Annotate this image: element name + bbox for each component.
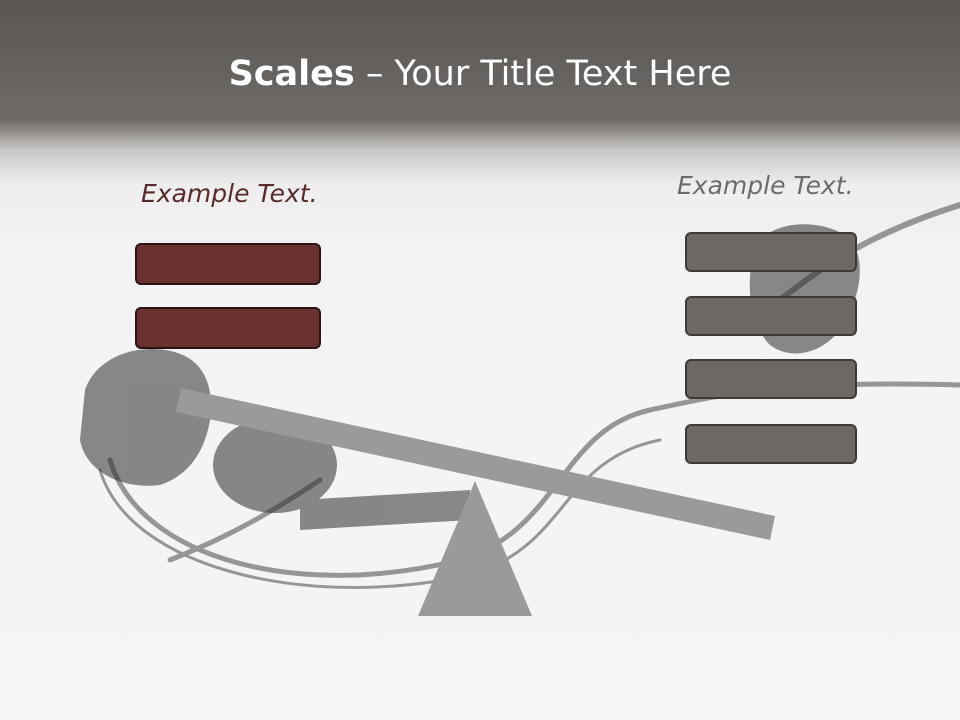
right-box [685,296,857,336]
title-rest: – Your Title Text Here [354,54,732,94]
left-label: Example Text. [141,179,318,208]
scale-beam [176,388,775,540]
slide-title: Scales – Your Title Text Here [0,50,960,98]
scale-fulcrum [418,481,532,616]
left-box [135,307,321,349]
title-bold: Scales [228,54,355,94]
left-box [135,243,321,285]
right-label: Example Text. [677,171,854,200]
right-box [685,232,857,272]
right-box [685,359,857,399]
right-box [685,424,857,464]
